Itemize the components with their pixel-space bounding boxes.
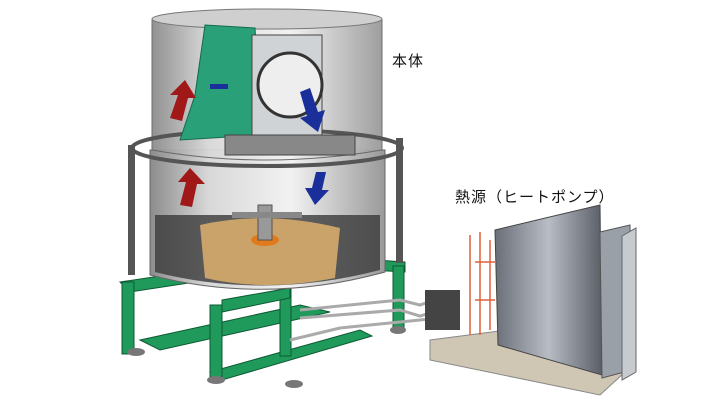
lower-drum — [149, 149, 386, 290]
airflow-mark — [210, 84, 228, 89]
arrow-up-icon — [170, 80, 196, 121]
warm-air-arrows — [170, 80, 205, 207]
upper-drum — [130, 8, 404, 168]
material-bed — [200, 218, 340, 285]
refrigerant-piping — [469, 232, 495, 335]
heat-pump-unit — [429, 204, 637, 396]
valve-block — [425, 290, 460, 330]
arrow-down-icon — [305, 172, 329, 205]
cool-air-arrows — [210, 84, 329, 205]
posts — [128, 138, 403, 275]
heat-source-label: 熱源（ヒートポンプ） — [455, 188, 615, 206]
heat-exchanger-fins — [179, 24, 263, 141]
arrow-up-icon — [178, 168, 205, 207]
main-unit-label: 本体 — [392, 52, 425, 70]
leveling-feet — [127, 326, 406, 388]
arrow-down-icon — [300, 88, 325, 132]
